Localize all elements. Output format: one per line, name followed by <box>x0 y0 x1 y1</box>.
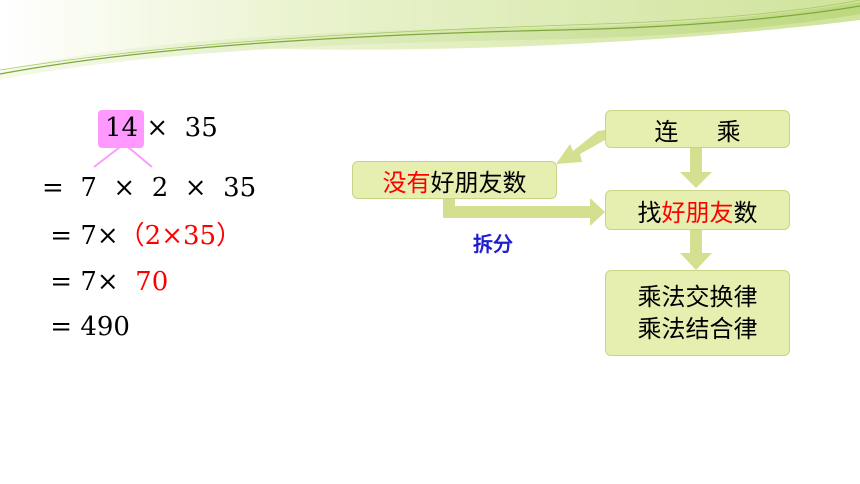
law-associative: 乘法结合律 <box>637 315 758 343</box>
arrow-meiyou-to-zhao <box>443 198 605 226</box>
box-zhao-red: 好朋友 <box>661 198 734 227</box>
calc-line-4: = 7× 70 <box>42 267 168 297</box>
calc-line-4-red: 70 <box>135 267 169 297</box>
calc-line-3-prefix: = 7× <box>42 221 119 251</box>
header-decoration <box>0 0 860 80</box>
split-lines <box>93 146 153 168</box>
highlight-box <box>98 110 144 148</box>
calc-line-1-rest: × 35 <box>138 113 218 143</box>
box-meiyou-red: 没有 <box>382 168 431 197</box>
box-zhao-prefix: 找 <box>637 198 662 227</box>
arrow-to-laws <box>680 230 712 270</box>
label-decompose: 拆分 <box>473 232 513 256</box>
highlighted-number: 14 <box>105 113 139 143</box>
box-find-friend-numbers: 找好朋友数 <box>605 190 790 230</box>
box-multiplication-laws: 乘法交换律乘法结合律 <box>605 270 790 356</box>
calc-line-5: = 490 <box>42 312 130 342</box>
calc-line-3: = 7×（2×35） <box>42 221 242 251</box>
arrow-to-zhao <box>680 148 712 188</box>
box-meiyou-rest: 好朋友数 <box>430 168 527 197</box>
calc-line-3-red: （2×35） <box>118 221 243 251</box>
calc-line-1: 14 × 35 <box>105 113 218 143</box>
box-lian-text: 连 乘 <box>654 117 741 146</box>
box-zhao-suffix: 数 <box>733 198 758 227</box>
law-commutative: 乘法交换律 <box>637 283 758 311</box>
calc-line-4-prefix: = 7× <box>42 267 136 297</box>
box-no-friend-numbers: 没有好朋友数 <box>352 161 557 199</box>
arrow-to-meiyou <box>556 130 605 164</box>
calc-line-2: = 7 × 2 × 35 <box>42 173 257 203</box>
box-continuous-multiplication: 连 乘 <box>605 110 790 148</box>
